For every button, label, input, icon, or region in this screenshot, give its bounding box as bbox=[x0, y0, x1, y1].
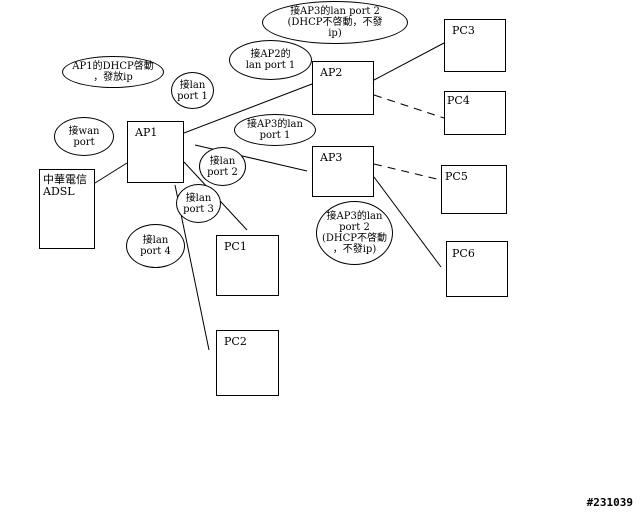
ap1-label: AP1 bbox=[135, 126, 158, 139]
callout-ap3-lan2-right-text: 接AP3的lan port 2 (DHCP不啓動 ，不發ip) bbox=[321, 211, 388, 255]
callout-wan: 接wan port bbox=[54, 117, 114, 156]
callout-ap3-lan2-top-text: 接AP3的lan port 2 (DHCP不啓動，不發 ip) bbox=[287, 6, 383, 39]
link-ap3-pc5 bbox=[373, 163, 442, 181]
callout-lan3: 接lan port 3 bbox=[176, 184, 221, 223]
adsl-modem-box: 中華電信 ADSL bbox=[39, 169, 95, 249]
ap3-box: AP3 bbox=[312, 146, 374, 197]
callout-lan1: 接lan port 1 bbox=[171, 72, 214, 109]
callout-lan4-text: 接lan port 4 bbox=[140, 235, 171, 257]
link-adsl-ap1 bbox=[94, 162, 128, 184]
link-ap1-ap2 bbox=[183, 83, 313, 134]
pc6-box: PC6 bbox=[446, 241, 508, 297]
ap3-label: AP3 bbox=[320, 151, 343, 164]
callout-ap1-dhcp: AP1的DHCP啓動 ，發放ip bbox=[62, 56, 164, 88]
pc1-box: PC1 bbox=[216, 235, 279, 296]
callout-lan4: 接lan port 4 bbox=[126, 224, 185, 268]
adsl-label: 中華電信 ADSL bbox=[43, 173, 87, 198]
callout-wan-text: 接wan port bbox=[68, 125, 100, 148]
ap1-box: AP1 bbox=[127, 121, 184, 183]
link-ap3-pc6 bbox=[373, 176, 442, 268]
callout-ap1-dhcp-text: AP1的DHCP啓動 ，發放ip bbox=[72, 61, 154, 83]
pc1-label: PC1 bbox=[224, 240, 247, 253]
callout-ap3-lan1-text: 接AP3的lan port 1 bbox=[247, 119, 303, 141]
pc3-label: PC3 bbox=[452, 24, 475, 37]
callout-lan2-text: 接lan port 2 bbox=[207, 155, 238, 178]
link-ap2-pc4 bbox=[373, 94, 445, 119]
pc5-label: PC5 bbox=[445, 170, 468, 183]
callout-lan1-text: 接lan port 1 bbox=[177, 79, 208, 102]
pc6-label: PC6 bbox=[452, 247, 475, 260]
image-watermark: #231039 bbox=[586, 496, 633, 509]
pc5-box: PC5 bbox=[441, 165, 507, 214]
pc3-box: PC3 bbox=[444, 19, 506, 72]
callout-ap3-lan2-right: 接AP3的lan port 2 (DHCP不啓動 ，不發ip) bbox=[316, 201, 393, 265]
pc2-box: PC2 bbox=[216, 330, 279, 396]
callout-lan3-text: 接lan port 3 bbox=[183, 192, 214, 215]
pc4-box: PC4 bbox=[444, 91, 506, 135]
ap2-box: AP2 bbox=[312, 61, 374, 115]
pc2-label: PC2 bbox=[224, 335, 247, 348]
pc4-label: PC4 bbox=[447, 94, 470, 107]
callout-ap2-lan1: 接AP2的 lan port 1 bbox=[229, 40, 312, 80]
callout-ap3-lan1: 接AP3的lan port 1 bbox=[234, 114, 316, 146]
callout-lan2: 接lan port 2 bbox=[199, 147, 246, 186]
ap2-label: AP2 bbox=[320, 66, 343, 79]
callout-ap3-lan2-top: 接AP3的lan port 2 (DHCP不啓動，不發 ip) bbox=[262, 1, 408, 44]
link-ap2-pc3 bbox=[373, 42, 445, 81]
callout-ap2-lan1-text: 接AP2的 lan port 1 bbox=[245, 49, 296, 71]
